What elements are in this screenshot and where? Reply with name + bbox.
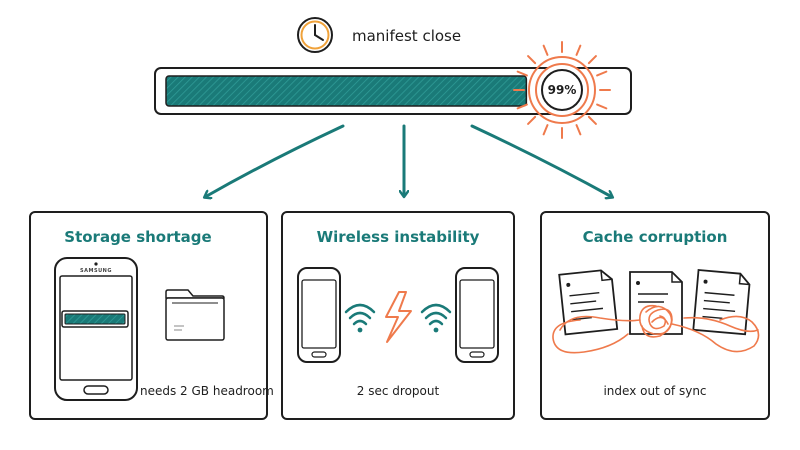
burst-ray [527,115,537,125]
lightning-icon [385,291,412,343]
smartphone-icon: SAMSUNG [54,257,138,401]
burst-ray [575,124,582,136]
burst-ray [516,70,528,77]
burst-ray [587,55,597,65]
document-middle-icon [629,271,683,335]
burst-ray [596,103,608,110]
progress-burst-icon [513,41,611,139]
burst-ray [596,70,608,77]
burst-ray [587,115,597,125]
arrow-to-storage [205,124,345,197]
smartphone-right-icon [455,267,499,363]
document-left-icon [558,269,619,336]
wifi-left-icon [344,303,376,333]
progress-percent-label: 99% [548,83,577,97]
burst-ray [542,44,549,56]
burst-ray [542,124,549,136]
burst-ray [575,44,582,56]
panel-caption-wireless: 2 sec dropout [357,384,440,398]
panel-wireless-instability: Wireless instability 2 sec dropout [281,211,515,420]
document-right-icon [692,269,751,336]
phone-brand: SAMSUNG [80,268,112,274]
panel-title-cache: Cache corruption [583,228,728,246]
smartphone-left-icon [297,267,341,363]
header-caption: manifest close [352,27,461,45]
panel-title-storage: Storage shortage [64,228,211,246]
panel-storage-shortage: Storage shortage SAMSUNG needs 2 GB head… [29,211,274,420]
panel-caption-cache: index out of sync [603,384,706,398]
arrow-to-cache [470,124,612,197]
panel-title-wireless: Wireless instability [317,228,480,246]
burst-ray [527,55,537,65]
progress-fill [165,75,528,107]
folder-icon [165,289,225,341]
panel-cache-corruption: Cache corruption [540,211,770,420]
progress-bar [154,67,632,115]
panel-caption-storage: needs 2 GB headroom [140,384,274,398]
clock-icon [297,17,333,53]
burst-ray [516,103,528,110]
tangled-thread-icon [552,304,760,354]
wifi-right-icon [420,303,452,333]
